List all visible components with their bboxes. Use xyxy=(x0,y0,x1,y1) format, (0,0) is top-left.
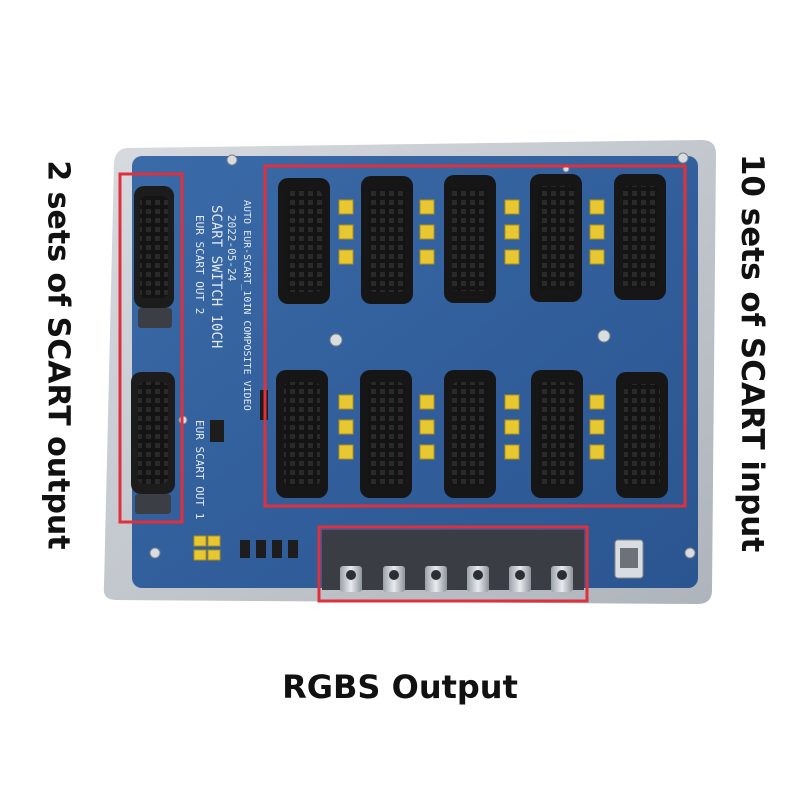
scart-input-top-row xyxy=(278,174,666,304)
highlight-boxes xyxy=(118,164,687,603)
scart-output-2 xyxy=(134,186,174,328)
scart-output-connectors xyxy=(131,186,175,514)
rgbs-output-caption: RGBS Output xyxy=(282,668,518,706)
screw-icon xyxy=(226,154,238,166)
screw-icon xyxy=(684,547,696,559)
highlight-scart-output xyxy=(118,172,184,524)
rear-panel xyxy=(322,530,584,590)
screw-icon xyxy=(329,333,343,347)
screw-icon xyxy=(149,547,161,559)
screw-icon xyxy=(597,329,611,343)
highlight-scart-input xyxy=(263,164,687,508)
scart-output-caption: 2 sets of SCART output xyxy=(40,160,76,550)
rca-output-jacks xyxy=(340,566,573,592)
scart-input-bottom-row xyxy=(276,370,668,498)
scart-output-1 xyxy=(131,372,175,514)
screw-icon xyxy=(677,152,689,164)
svg-text:SCART SWITCH 10CH: SCART SWITCH 10CH xyxy=(208,205,224,348)
svg-text:EUR SCART OUT 2: EUR SCART OUT 2 xyxy=(193,215,206,314)
board-silkscreen: EUR SCART OUT 2 xyxy=(193,215,206,314)
highlight-rgbs-output xyxy=(317,525,589,603)
scart-input-caption: 10 sets of SCART input xyxy=(734,153,770,553)
svg-text:2022-05-24: 2022-05-24 xyxy=(225,215,238,282)
relay-components xyxy=(193,199,605,561)
svg-text:EUR SCART OUT 1: EUR SCART OUT 1 xyxy=(193,420,206,519)
svg-text:AUTO EUR-SCART_10IN COMPOSITE: AUTO EUR-SCART_10IN COMPOSITE VIDEO xyxy=(241,200,252,411)
